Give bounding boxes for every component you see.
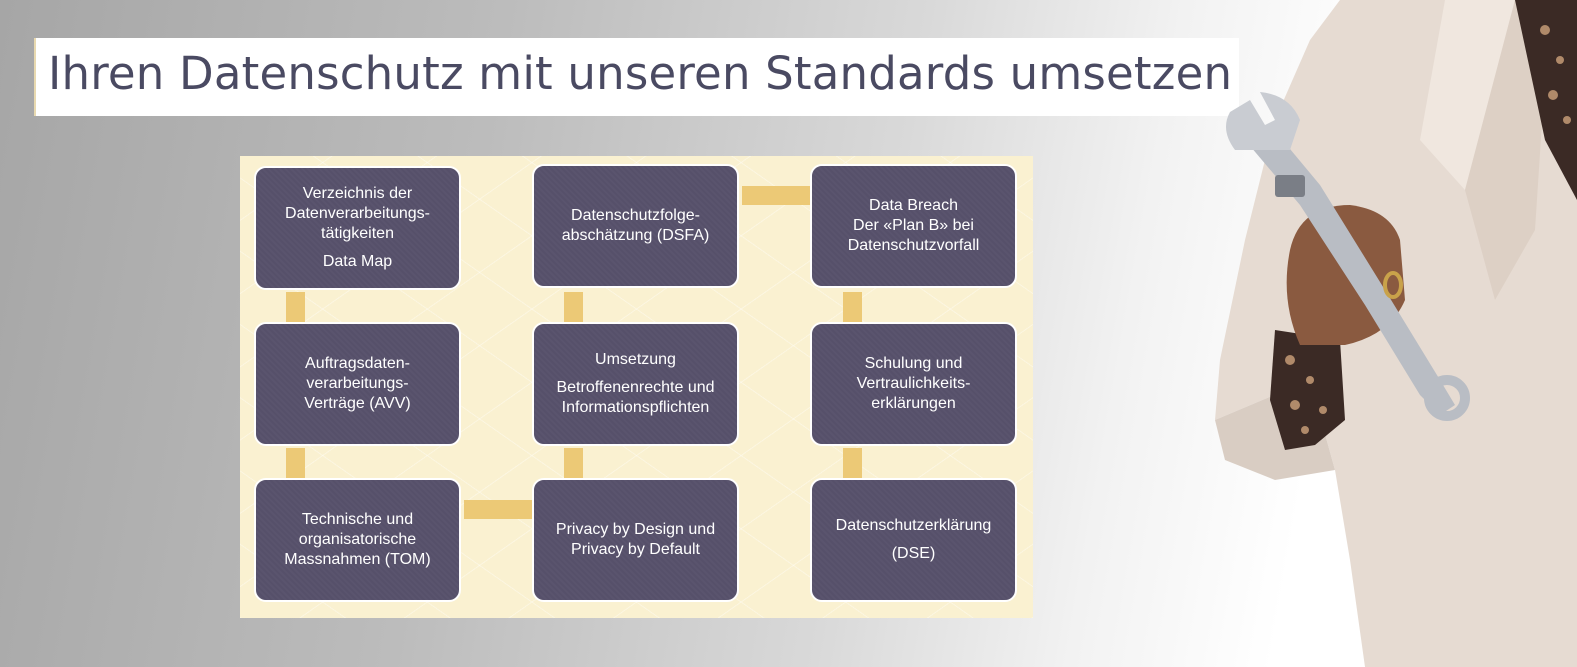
box-betroffenenrechte: Umsetzung Betroffenenrechte und Informat… <box>532 322 739 446</box>
connector-breach-training <box>843 292 862 322</box>
person-with-wrench-photo <box>1215 0 1577 667</box>
box-verarbeitungsverzeichnis: Verzeichnis der Datenverarbeitungs- täti… <box>254 166 461 290</box>
box-dsfa: Datenschutzfolge- abschätzung (DSFA) <box>532 164 739 288</box>
connector-privacy-rights <box>564 448 583 478</box>
page-title: Ihren Datenschutz mit unseren Standards … <box>48 47 1233 100</box>
process-diagram: Verzeichnis der Datenverarbeitungs- täti… <box>240 156 1033 618</box>
box-datenschutzerklaerung: Datenschutzerklärung (DSE) <box>810 478 1017 602</box>
connector-avv-tom <box>286 448 305 478</box>
connector-rights-dsfa <box>564 292 583 322</box>
connector-vvt-avv <box>286 292 305 322</box>
connector-dsfa-breach <box>742 186 810 205</box>
connector-tom-privacy <box>464 500 532 519</box>
box-avv: Auftragsdaten- verarbeitungs- Verträge (… <box>254 322 461 446</box>
box-privacy-by-design: Privacy by Design und Privacy by Default <box>532 478 739 602</box>
title-banner: Ihren Datenschutz mit unseren Standards … <box>34 38 1239 116</box>
box-data-breach: Data Breach Der «Plan B» bei Datenschutz… <box>810 164 1017 288</box>
connector-training-dse <box>843 448 862 478</box>
box-schulung: Schulung und Vertraulichkeits- erklärung… <box>810 322 1017 446</box>
box-tom: Technische und organisatorische Massnahm… <box>254 478 461 602</box>
